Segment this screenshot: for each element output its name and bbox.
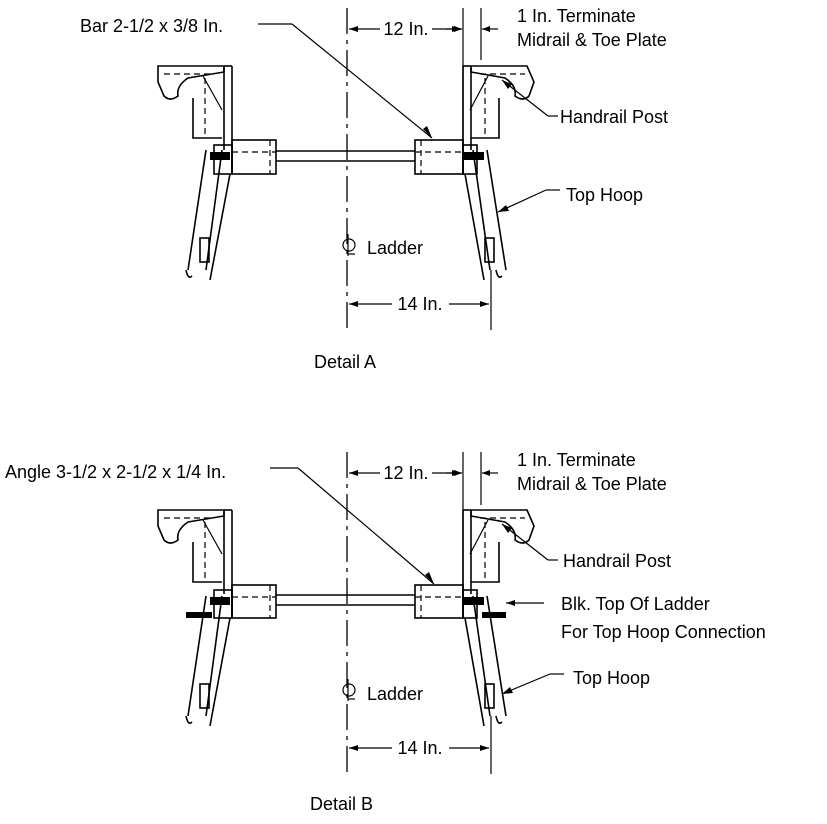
dimension-1-in bbox=[446, 26, 498, 32]
hoop-left bbox=[185, 149, 231, 281]
centerline-symbol bbox=[342, 233, 356, 257]
blk-label-line1: Blk. Top Of Ladder bbox=[561, 594, 710, 614]
handrail-post-right bbox=[462, 509, 535, 618]
top-hoop-label: Top Hoop bbox=[573, 668, 650, 688]
detail-b: 12 In. 1 In. Terminate Midrail & Toe Pla… bbox=[5, 450, 766, 814]
ladder-top-block-right bbox=[482, 612, 506, 618]
detail-b-title: Detail B bbox=[310, 794, 373, 814]
dimension-14-in: 14 In. bbox=[349, 738, 489, 758]
terminate-label-line2: Midrail & Toe Plate bbox=[517, 474, 667, 494]
ladder-label: Ladder bbox=[367, 238, 423, 258]
top-hoop-label: Top Hoop bbox=[566, 185, 643, 205]
blk-label-line2: For Top Hoop Connection bbox=[561, 622, 766, 642]
leader-angle bbox=[270, 467, 435, 585]
leader-blk-top-of-ladder bbox=[506, 600, 544, 606]
handrail-post-label: Handrail Post bbox=[560, 107, 668, 127]
hoop-right bbox=[464, 149, 507, 281]
terminate-label-line2: Midrail & Toe Plate bbox=[517, 30, 667, 50]
ladder-label: Ladder bbox=[367, 684, 423, 704]
leader-bar bbox=[258, 23, 433, 139]
dimension-12-in: 12 In. bbox=[349, 463, 461, 483]
centerline-symbol bbox=[342, 678, 356, 702]
dimension-1-in bbox=[446, 470, 498, 476]
leader-handrail-post bbox=[501, 523, 558, 561]
dimension-14-in: 14 In. bbox=[349, 294, 489, 314]
leader-top-hoop bbox=[497, 189, 560, 213]
terminate-label-line1: 1 In. Terminate bbox=[517, 6, 636, 26]
detail-a-title: Detail A bbox=[314, 352, 376, 372]
dimension-label: 12 In. bbox=[383, 19, 428, 39]
terminate-label-line1: 1 In. Terminate bbox=[517, 450, 636, 470]
handrail-post-label: Handrail Post bbox=[563, 551, 671, 571]
bar-label: Bar 2-1/2 x 3/8 In. bbox=[80, 16, 223, 36]
leader-top-hoop bbox=[501, 673, 564, 695]
angle-label: Angle 3-1/2 x 2-1/2 x 1/4 In. bbox=[5, 462, 226, 482]
ladder-top-block-left bbox=[186, 612, 212, 618]
detail-a: 12 In. 1 In. Terminate Midrail & Toe Pla… bbox=[80, 6, 668, 372]
leader-handrail-post bbox=[501, 79, 558, 117]
dimension-label: 12 In. bbox=[383, 463, 428, 483]
rail-assembly bbox=[210, 139, 484, 175]
dimension-12-in: 12 In. bbox=[349, 19, 461, 39]
dimension-label: 14 In. bbox=[397, 294, 442, 314]
dimension-label: 14 In. bbox=[397, 738, 442, 758]
rail-assembly bbox=[210, 584, 484, 619]
